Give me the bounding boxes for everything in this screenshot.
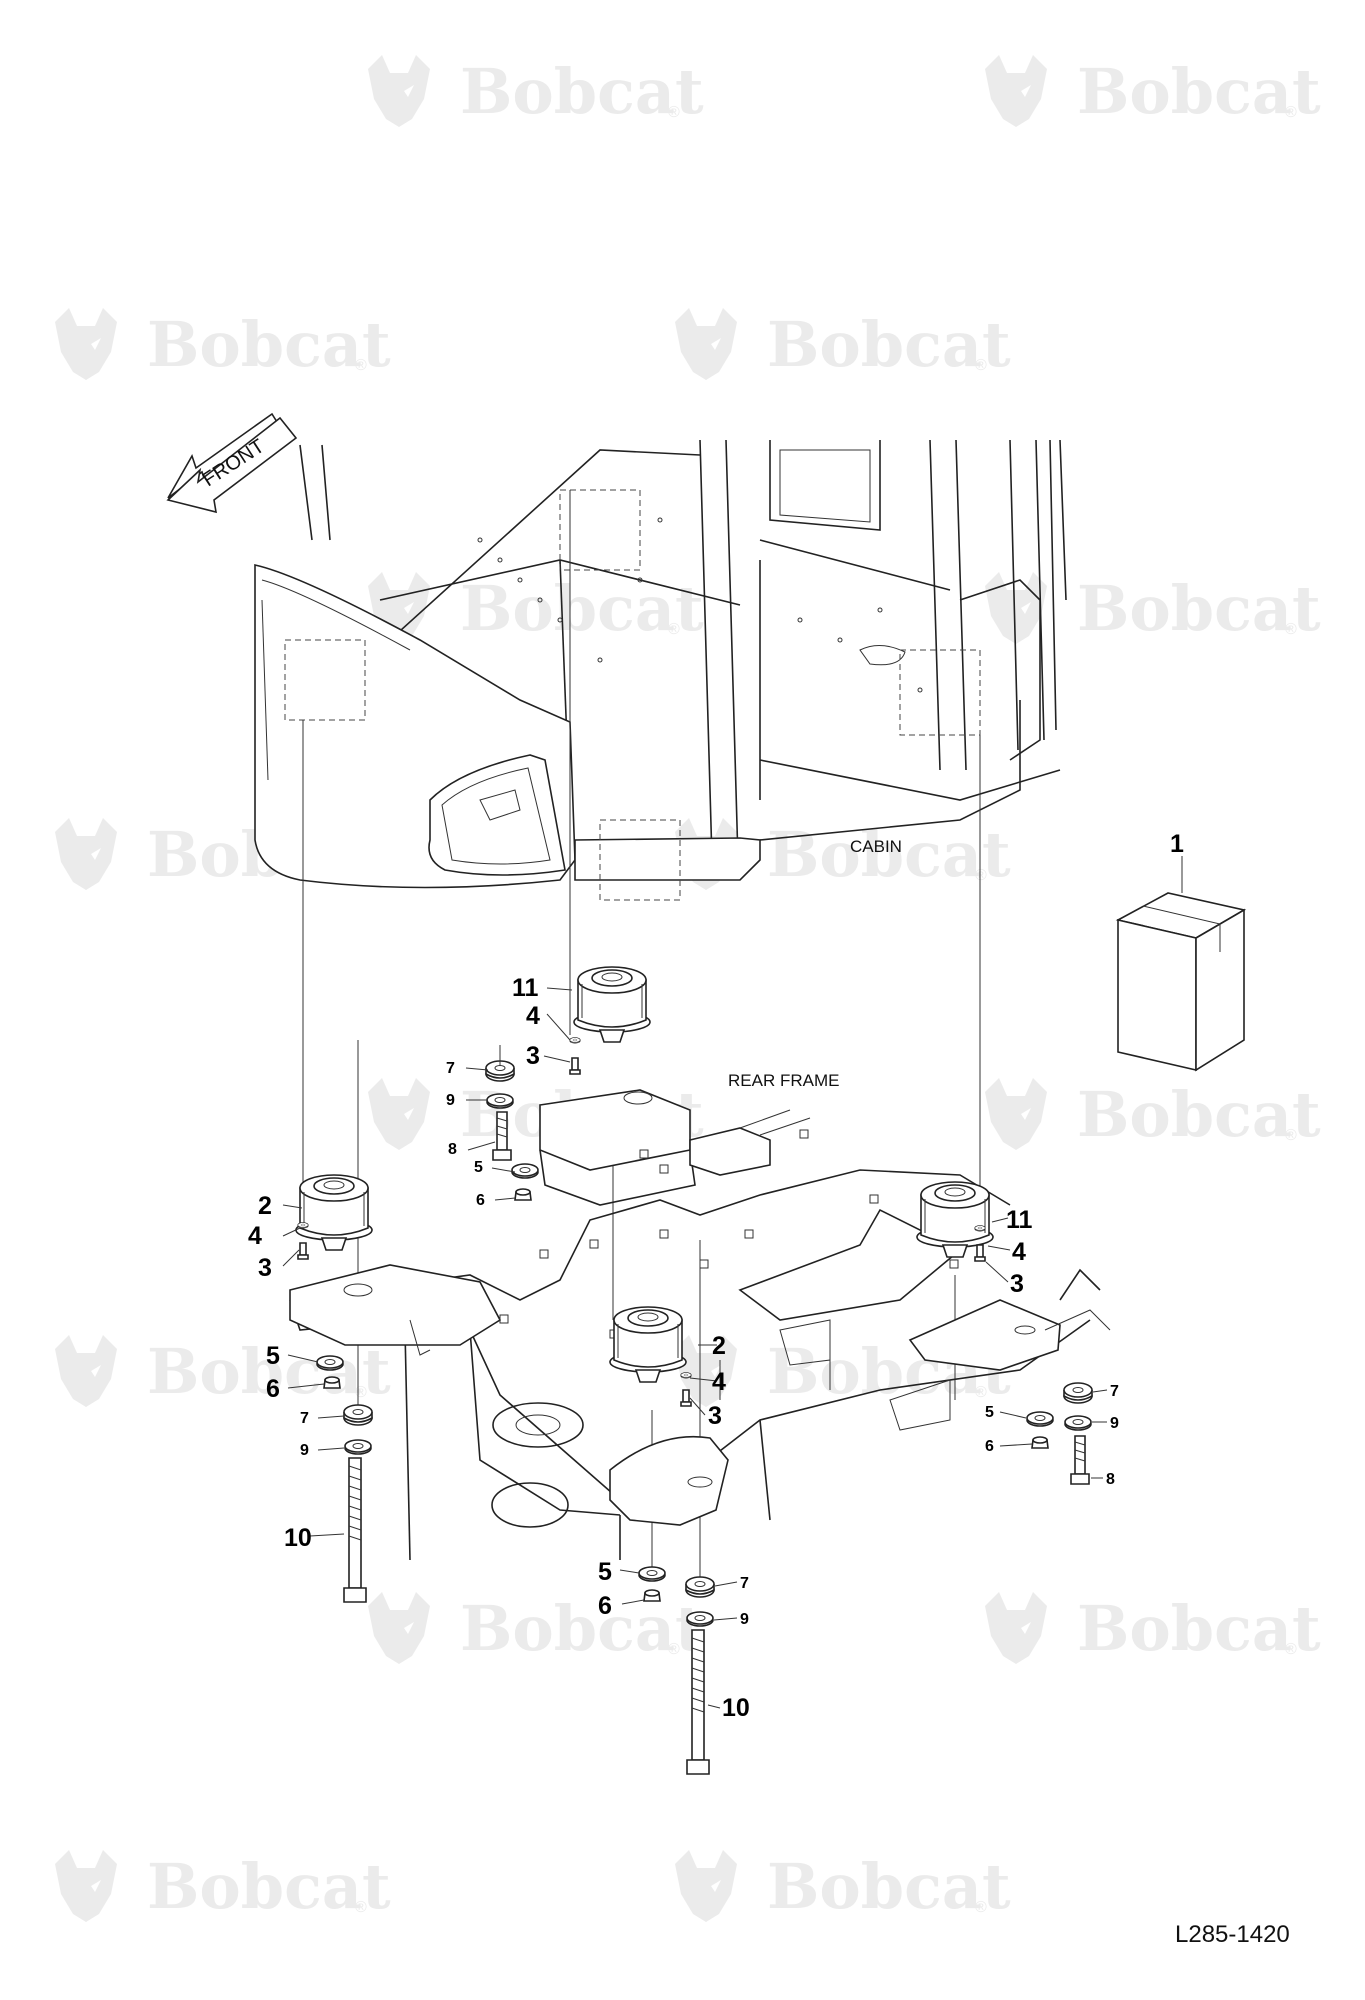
rear-frame-drawing xyxy=(289,1089,1111,1561)
cabin-label: CABIN xyxy=(850,837,902,856)
watermark: Bobcat® xyxy=(985,1078,1321,1151)
mount-top xyxy=(573,966,651,1043)
small-bolt xyxy=(297,1242,309,1260)
svg-text:®: ® xyxy=(355,357,367,374)
svg-text:®: ® xyxy=(668,104,680,121)
watermark: Bobcat® xyxy=(675,818,1011,891)
svg-text:®: ® xyxy=(668,1641,680,1658)
watermark: Bobcat® xyxy=(985,572,1321,645)
callout-6-center: 6 xyxy=(598,1592,612,1620)
callout-3-right: 3 xyxy=(1010,1270,1024,1298)
svg-text:Bobcat: Bobcat xyxy=(1077,1592,1321,1665)
callout-6-right: 6 xyxy=(985,1438,994,1455)
callout-8-top: 8 xyxy=(448,1141,457,1158)
callout-3-left: 3 xyxy=(258,1254,272,1282)
svg-text:®: ® xyxy=(1285,1641,1297,1658)
svg-text:Bobcat: Bobcat xyxy=(147,1850,391,1923)
svg-text:®: ® xyxy=(355,1384,367,1401)
svg-text:®: ® xyxy=(975,867,987,884)
svg-text:Bobcat: Bobcat xyxy=(147,1335,391,1408)
small-bolt xyxy=(974,1244,986,1262)
callout-1: 1 xyxy=(1170,830,1184,858)
callouts: 1 11 4 3 7 9 8 5 6 2 4 3 2 4 3 5 6 7 9 1… xyxy=(248,830,1184,1722)
svg-text:Bobcat: Bobcat xyxy=(147,308,391,381)
svg-text:Bobcat: Bobcat xyxy=(460,1592,704,1665)
svg-text:Bobcat: Bobcat xyxy=(460,572,704,645)
rear-frame-label: REAR FRAME xyxy=(728,1071,839,1090)
watermark: Bobcat® xyxy=(675,1850,1011,1923)
watermark: Bobcat® xyxy=(368,1592,704,1665)
callout-11-right: 11 xyxy=(1006,1206,1033,1234)
callout-5-right: 5 xyxy=(985,1404,994,1421)
watermark: Bobcat® xyxy=(985,55,1321,128)
watermark: Bobcat® xyxy=(368,55,704,128)
stack-top xyxy=(485,1045,539,1201)
svg-text:Bobcat: Bobcat xyxy=(1077,55,1321,128)
svg-text:®: ® xyxy=(975,1384,987,1401)
small-bolt xyxy=(680,1389,692,1407)
small-bolt xyxy=(569,1037,581,1044)
watermark: Bobcat® xyxy=(368,572,704,645)
svg-text:Bobcat: Bobcat xyxy=(767,1850,1011,1923)
mount-center xyxy=(609,1306,687,1383)
front-direction-arrow: FRONT xyxy=(166,412,298,514)
callout-11-top: 11 xyxy=(512,974,539,1002)
drawing-id: L285-1420 xyxy=(1175,1921,1290,1948)
callout-10-left: 10 xyxy=(284,1524,312,1552)
callout-5-top: 5 xyxy=(474,1159,483,1176)
watermark: Bobcat® xyxy=(55,308,391,381)
svg-text:®: ® xyxy=(975,1899,987,1916)
svg-text:®: ® xyxy=(1285,1127,1297,1144)
callout-5-center: 5 xyxy=(598,1558,612,1586)
callout-3-center: 3 xyxy=(708,1402,722,1430)
small-bolt xyxy=(680,1372,692,1379)
callout-6-left: 6 xyxy=(266,1375,280,1403)
callout-9-center: 9 xyxy=(740,1611,749,1628)
callout-6-top: 6 xyxy=(476,1192,485,1209)
callout-9-top: 9 xyxy=(446,1092,455,1109)
callout-10-center: 10 xyxy=(722,1694,750,1722)
watermark: Bobcat® xyxy=(55,1335,391,1408)
watermark: Bobcat® xyxy=(985,1592,1321,1665)
svg-text:Bobcat: Bobcat xyxy=(460,55,704,128)
callout-7-left: 7 xyxy=(300,1410,309,1427)
svg-text:®: ® xyxy=(355,1899,367,1916)
svg-text:®: ® xyxy=(1285,621,1297,638)
mount-left xyxy=(295,1174,373,1251)
svg-text:®: ® xyxy=(975,357,987,374)
small-bolt xyxy=(974,1225,986,1232)
callout-4-top: 4 xyxy=(526,1002,540,1030)
callout-5-left: 5 xyxy=(266,1342,280,1370)
svg-text:®: ® xyxy=(1285,104,1297,121)
leader-lines xyxy=(282,856,1183,1709)
small-bolt xyxy=(297,1222,309,1229)
watermark: Bobcat® xyxy=(55,1850,391,1923)
cabin-drawing xyxy=(254,439,1067,901)
callout-4-right: 4 xyxy=(1012,1238,1026,1266)
svg-text:Bobcat: Bobcat xyxy=(1077,1078,1321,1151)
svg-text:Bobcat: Bobcat xyxy=(767,308,1011,381)
callout-4-left: 4 xyxy=(248,1222,262,1250)
svg-text:Bobcat: Bobcat xyxy=(1077,572,1321,645)
callout-2-center: 2 xyxy=(712,1332,726,1360)
callout-7-top: 7 xyxy=(446,1060,455,1077)
svg-text:®: ® xyxy=(668,621,680,638)
callout-9-left: 9 xyxy=(300,1442,309,1459)
stack-right xyxy=(1026,1382,1093,1485)
kit-box xyxy=(1115,868,1247,1072)
callout-2-left: 2 xyxy=(258,1192,272,1220)
callout-3-top: 3 xyxy=(526,1042,540,1070)
callout-7-right: 7 xyxy=(1110,1383,1119,1400)
svg-text:Bobcat: Bobcat xyxy=(767,818,1011,891)
callout-9-right: 9 xyxy=(1110,1415,1119,1432)
callout-4-center: 4 xyxy=(712,1368,726,1396)
watermark: Bobcat® xyxy=(675,308,1011,381)
small-bolt xyxy=(569,1057,581,1075)
callout-8-right: 8 xyxy=(1106,1471,1115,1488)
callout-7-center: 7 xyxy=(740,1575,749,1592)
